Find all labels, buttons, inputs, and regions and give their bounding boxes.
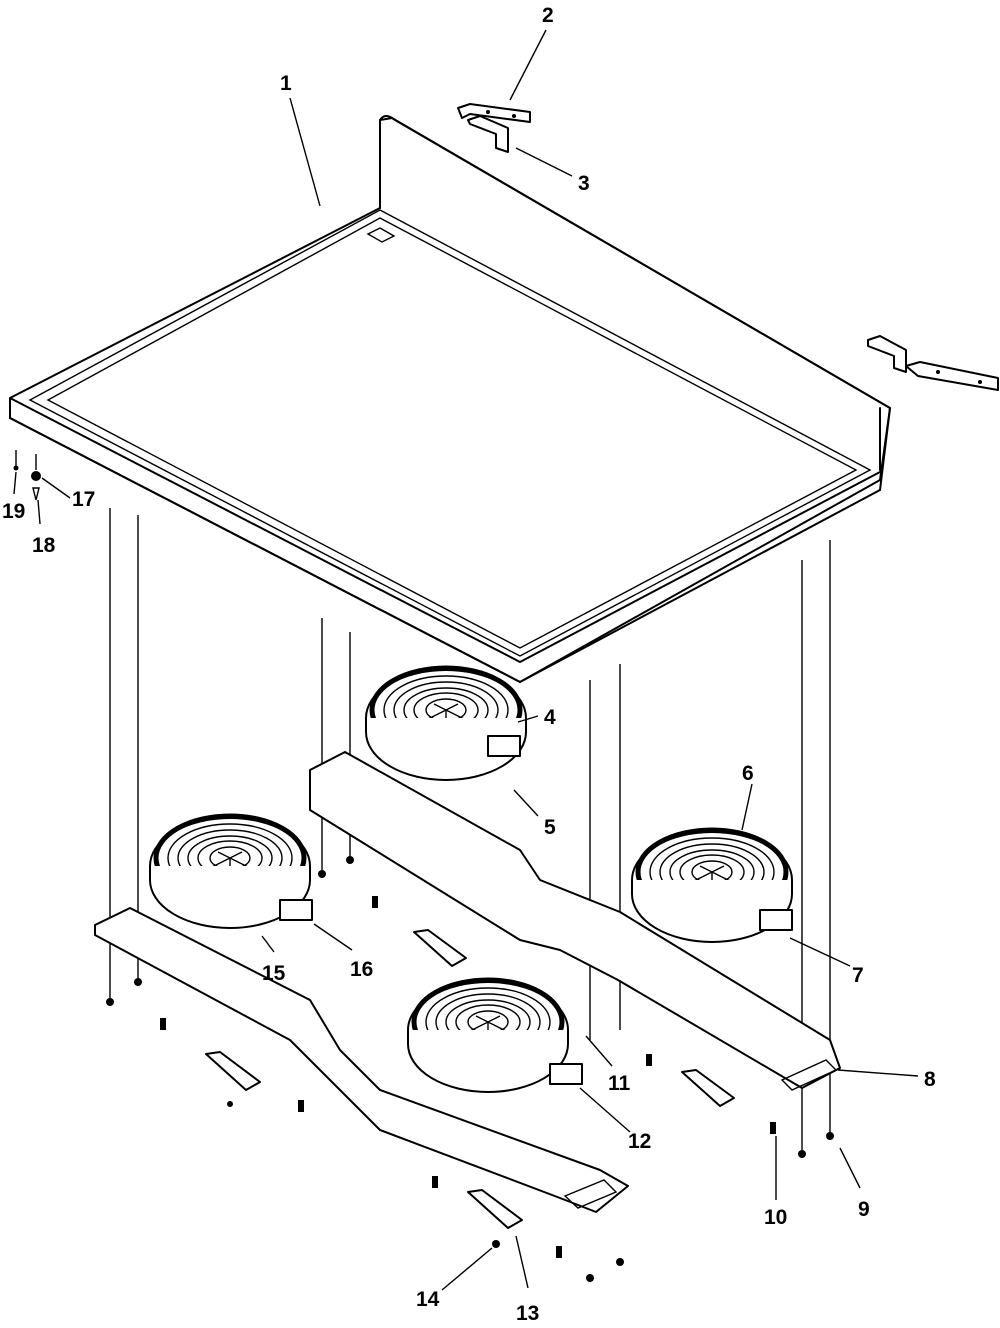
fastener-group-left — [13, 450, 41, 501]
callout-15: 15 — [262, 962, 286, 985]
callout-5: 5 — [544, 816, 556, 839]
callout-leaders — [13, 29, 919, 1291]
callout-18: 18 — [32, 534, 56, 557]
callout-19: 19 — [2, 500, 25, 523]
callout-9: 9 — [858, 1198, 870, 1221]
hinge-bracket-right — [867, 335, 999, 391]
callout-14: 14 — [416, 1288, 440, 1311]
callout-4: 4 — [544, 706, 556, 729]
callout-12: 12 — [628, 1130, 651, 1153]
callout-16: 16 — [350, 958, 373, 981]
callout-6: 6 — [742, 762, 754, 785]
callout-13: 13 — [516, 1302, 539, 1325]
callout-7: 7 — [852, 964, 864, 987]
callout-2: 2 — [542, 4, 554, 27]
surface-element-4 — [366, 668, 526, 780]
callout-3: 3 — [578, 172, 590, 195]
screws — [106, 856, 834, 1282]
cooktop-main-top — [9, 115, 891, 683]
surface-element-11 — [408, 980, 583, 1092]
bracket-clips — [205, 929, 735, 1229]
callout-10: 10 — [764, 1206, 787, 1229]
callout-1: 1 — [280, 72, 292, 95]
hinge-bracket-left — [457, 103, 531, 153]
callout-11: 11 — [608, 1072, 631, 1095]
callout-17: 17 — [72, 488, 95, 511]
support-bracket-left — [94, 907, 629, 1213]
callout-labels: 1 2 3 4 5 6 7 8 9 10 11 12 13 14 15 16 1… — [2, 4, 936, 1325]
support-bracket-center — [309, 751, 841, 1091]
callout-8: 8 — [924, 1068, 936, 1091]
surface-element-6 — [632, 830, 792, 942]
surface-element-15 — [150, 816, 313, 928]
